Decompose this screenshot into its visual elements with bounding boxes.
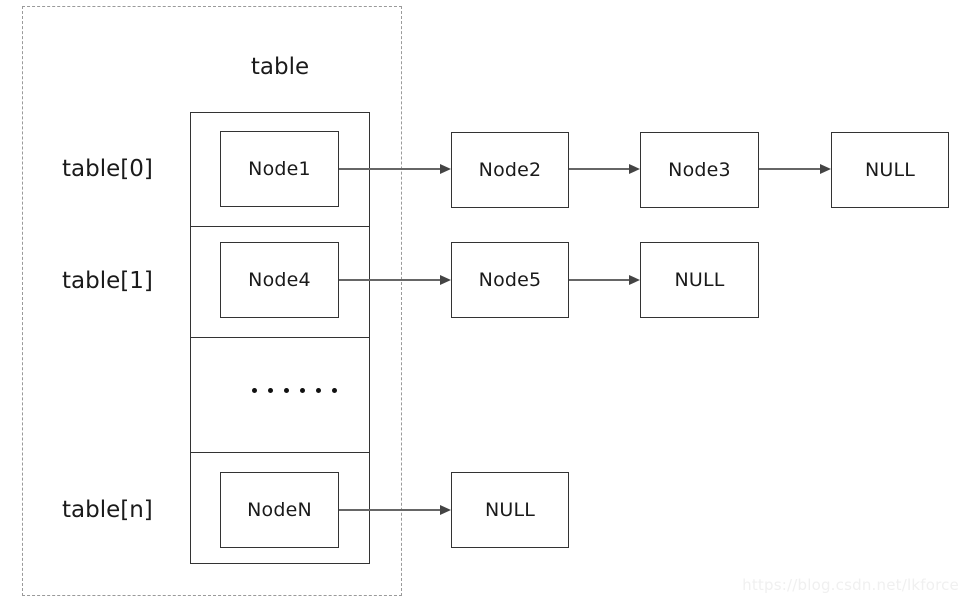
dot-icon [252, 388, 257, 393]
arrow-head-icon [440, 164, 451, 174]
row-label-table-n: table[n] [62, 497, 153, 523]
arrow-node1-to-node2 [339, 164, 451, 174]
chain-node-0-1[interactable]: Node3 [640, 132, 759, 208]
arrow-head-icon [820, 164, 831, 174]
arrow-shaft [339, 509, 440, 511]
bucket-node-0[interactable]: Node1 [220, 131, 339, 207]
dot-icon [284, 388, 289, 393]
chain-node-1-1-null[interactable]: NULL [640, 242, 759, 318]
dot-icon [300, 388, 305, 393]
table-slot-1 [191, 227, 369, 338]
chain-node-n-0-null[interactable]: NULL [451, 472, 569, 548]
bucket-node-1[interactable]: Node4 [220, 242, 339, 318]
page-title: table [250, 54, 310, 80]
arrow-shaft [339, 279, 440, 281]
watermark-text: https://blog.csdn.net/lkforce [742, 576, 959, 594]
arrow-node2-to-node3 [569, 164, 640, 174]
row-label-table-0: table[0] [62, 156, 153, 182]
dot-icon [332, 388, 337, 393]
table-slot-0 [191, 113, 369, 227]
arrow-head-icon [440, 505, 451, 515]
chain-node-1-0[interactable]: Node5 [451, 242, 569, 318]
row-label-table-1: table[1] [62, 268, 153, 294]
chain-node-0-2-null[interactable]: NULL [831, 132, 949, 208]
arrow-node4-to-node5 [339, 275, 451, 285]
table-slot-ellipsis [191, 338, 369, 453]
arrow-noden-to-null [339, 505, 451, 515]
bucket-node-n[interactable]: NodeN [220, 472, 339, 548]
arrow-node3-to-null [759, 164, 831, 174]
arrow-node5-to-null [569, 275, 640, 285]
ellipsis-dots [252, 388, 337, 393]
arrow-shaft [569, 279, 629, 281]
table-array-container [190, 112, 370, 564]
arrow-head-icon [629, 164, 640, 174]
arrow-shaft [759, 168, 820, 170]
chain-node-0-0[interactable]: Node2 [451, 132, 569, 208]
arrow-shaft [569, 168, 629, 170]
dot-icon [316, 388, 321, 393]
arrow-shaft [339, 168, 440, 170]
hash-table-region-boundary [22, 6, 402, 596]
arrow-head-icon [629, 275, 640, 285]
arrow-head-icon [440, 275, 451, 285]
dot-icon [268, 388, 273, 393]
